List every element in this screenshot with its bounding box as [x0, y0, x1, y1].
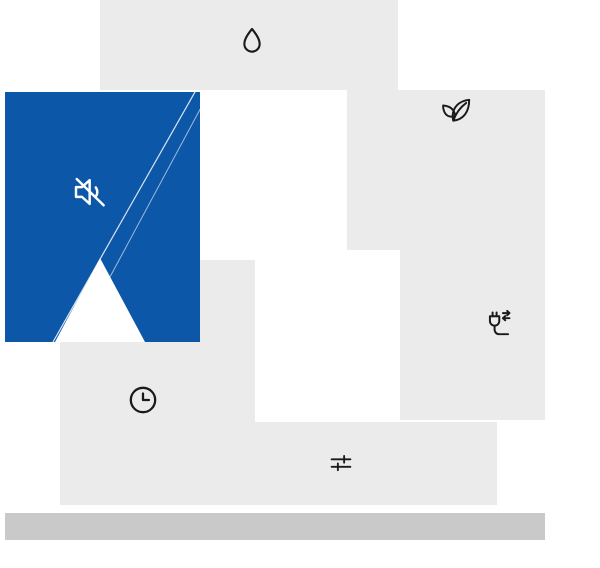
muted-banner: [5, 92, 200, 342]
bottom-bar: [5, 513, 545, 540]
clock-icon[interactable]: [126, 383, 160, 417]
banner-fold-lines: [52, 92, 200, 342]
leaf-icon[interactable]: [438, 95, 474, 131]
right-panel: [400, 90, 545, 420]
upper-right-panel: [347, 90, 400, 250]
sliders-icon[interactable]: [326, 448, 356, 478]
plug-swap-icon[interactable]: [480, 306, 514, 340]
top-panel: [100, 0, 398, 90]
bottom-center-panel: [200, 422, 497, 505]
water-drop-icon[interactable]: [235, 25, 269, 59]
speaker-muted-icon[interactable]: [69, 171, 111, 213]
